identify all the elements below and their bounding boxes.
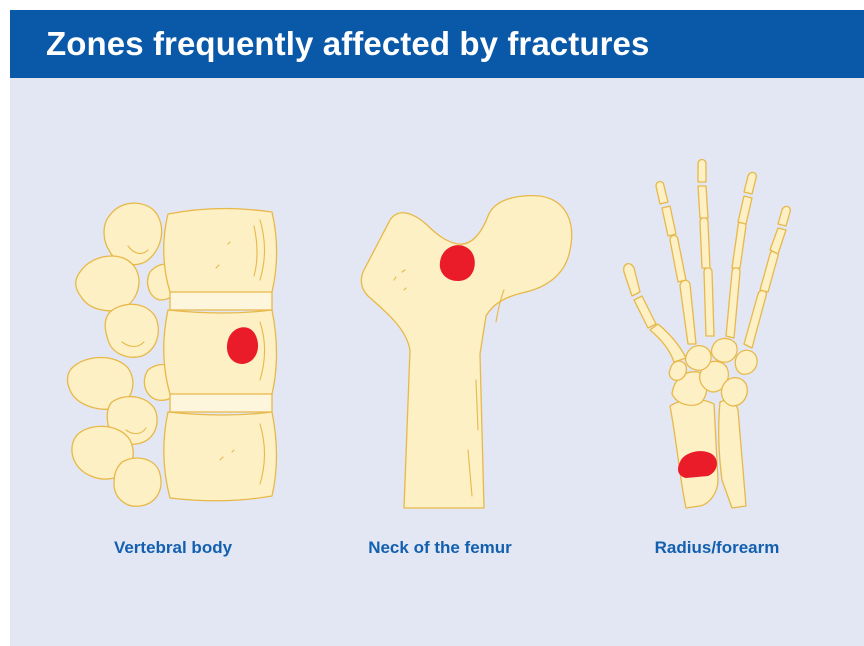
hand-forearm-illustration	[624, 160, 791, 509]
infographic-card: Zones frequently affected by fractures	[10, 10, 864, 646]
caption-radius-forearm: Radius/forearm	[655, 538, 780, 558]
vertebral-column-illustration	[68, 203, 277, 506]
caption-neck-of-femur: Neck of the femur	[368, 538, 512, 558]
caption-vertebral-body: Vertebral body	[114, 538, 232, 558]
femur-illustration	[361, 196, 571, 508]
